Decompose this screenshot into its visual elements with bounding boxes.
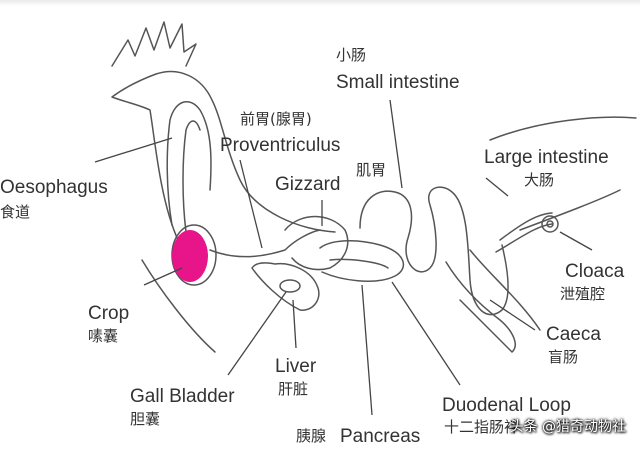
label-proventriculus-en: Proventriculus xyxy=(220,135,341,156)
label-proventriculus-zh: 前胃(腺胃) xyxy=(240,110,312,128)
label-liver-en: Liver xyxy=(275,356,317,377)
label-small-intestine-zh: 小肠 xyxy=(336,46,367,64)
label-crop-en: Crop xyxy=(88,303,130,324)
watermark: 头条 @猎奇动物社 xyxy=(509,419,626,435)
label-pancreas-zh: 胰腺 xyxy=(296,427,327,445)
crop-highlight xyxy=(172,230,208,282)
label-cloaca-en: Cloaca xyxy=(565,261,625,282)
leader-caeca xyxy=(489,299,536,331)
label-large-intestine-zh: 大肠 xyxy=(524,171,555,189)
oesophagus-tube-inner xyxy=(182,120,201,233)
leader-large-intestine xyxy=(485,177,509,197)
body-outline xyxy=(111,70,336,241)
crop-outline xyxy=(171,224,217,286)
lower-body-outline xyxy=(141,259,216,353)
large-intestine-tube xyxy=(495,212,553,253)
gall-bladder-outline xyxy=(279,279,301,293)
leader-liver xyxy=(292,299,297,349)
label-gall-bladder-en: Gall Bladder xyxy=(130,386,235,407)
leader-crop xyxy=(143,267,183,286)
label-oesophagus-en: Oesophagus xyxy=(0,177,108,198)
leader-small-intestine xyxy=(389,99,403,189)
label-crop-zh: 嗉囊 xyxy=(88,327,119,345)
label-small-intestine-en: Small intestine xyxy=(336,72,460,93)
label-oesophagus-zh: 食道 xyxy=(0,203,31,221)
leader-proventriculus xyxy=(239,159,263,249)
gizzard-outline xyxy=(284,215,349,271)
small-intestine-coils xyxy=(319,186,509,316)
oesophagus-tube-outer xyxy=(166,100,212,226)
label-gall-bladder-zh: 胆囊 xyxy=(130,410,161,428)
label-caeca-zh: 盲肠 xyxy=(548,348,579,366)
label-liver-zh: 肝脏 xyxy=(278,380,309,398)
label-duodenal-loop-en: Duodenal Loop xyxy=(442,395,571,416)
label-gizzard-en: Gizzard xyxy=(275,174,341,195)
comb-outline xyxy=(111,21,197,67)
leader-oesophagus xyxy=(94,137,173,163)
leader-duodenal-loop xyxy=(391,281,461,386)
proventriculus-outline xyxy=(209,229,321,258)
liver-outline xyxy=(251,262,320,311)
label-gizzard-zh: 肌胃 xyxy=(356,161,387,179)
label-large-intestine-en: Large intestine xyxy=(484,147,609,168)
leader-gall-bladder xyxy=(227,291,287,376)
leader-pancreas xyxy=(361,284,373,416)
label-cloaca-zh: 泄殖腔 xyxy=(560,285,606,303)
label-pancreas-en: Pancreas xyxy=(340,426,421,447)
tail-outline xyxy=(489,116,637,231)
leader-cloaca xyxy=(559,231,593,251)
label-duodenal-loop-zh: 十二指肠袢 xyxy=(444,418,520,436)
label-caeca-en: Caeca xyxy=(546,324,601,345)
caeca-outline xyxy=(445,249,541,353)
top-shadow xyxy=(0,0,640,6)
cloaca-outline xyxy=(541,215,559,233)
